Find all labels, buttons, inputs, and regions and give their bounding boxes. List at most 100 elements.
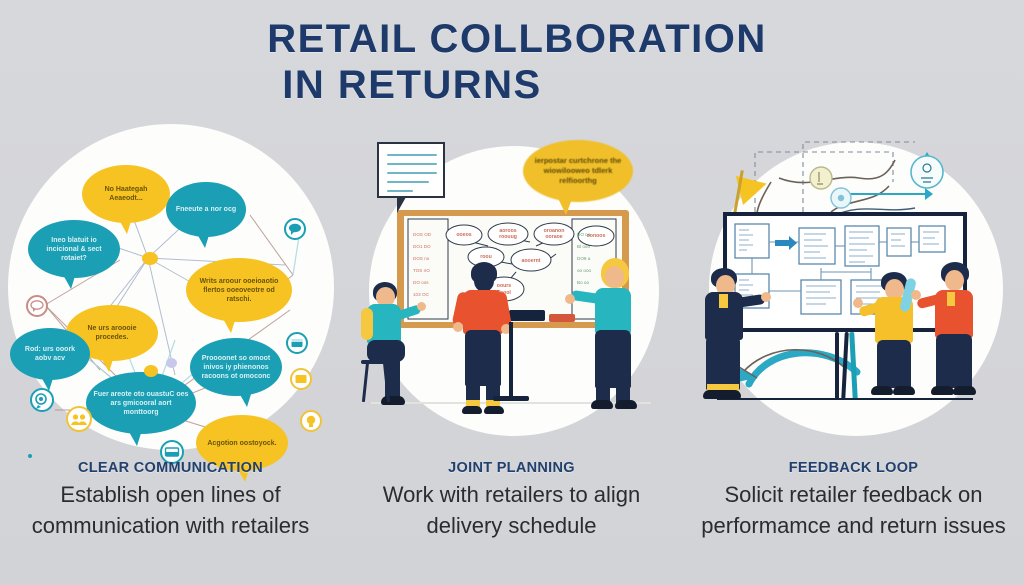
head	[945, 270, 964, 291]
document-icon	[286, 332, 308, 354]
person-participant	[911, 262, 995, 408]
panel-body-text: Solicit retailer feedback on performamce…	[701, 482, 1006, 538]
desk-laptop	[509, 310, 545, 321]
floor-line	[717, 398, 973, 400]
speech-bubble-tail	[118, 218, 132, 234]
sock	[486, 400, 500, 408]
person-standing-participant	[565, 258, 645, 420]
shoe	[591, 400, 613, 409]
leg	[877, 340, 911, 388]
hand	[565, 294, 575, 304]
chat-icon	[284, 218, 306, 240]
collar	[947, 292, 955, 306]
svg-text:DOS OD: DOS OD	[413, 232, 432, 237]
shoe	[931, 386, 954, 395]
speech-bubble-tail	[557, 196, 573, 215]
panel-feedback-loop: FEEDBACK LOOP Solicit retailer feedback …	[683, 110, 1024, 585]
network-node	[166, 358, 177, 368]
svg-text:Bo oo: Bo oo	[577, 280, 589, 285]
panel-clear-communication: No Haategah Aeaeodt... Fneeute a nor ocg…	[0, 110, 341, 585]
title-line-1: RETAIL COLLBORATION	[267, 17, 767, 61]
svg-text:Bl ooo: Bl ooo	[577, 244, 590, 249]
head	[474, 270, 494, 292]
speech-bubble: ierpostar curtchrone the wiowilooweo tdl…	[523, 140, 633, 202]
svg-text:oonoos: oonoos	[587, 233, 606, 239]
speech-bubble-tail	[100, 356, 114, 372]
person-seated-participant	[359, 278, 431, 414]
hand	[853, 298, 863, 308]
svg-text:DO oos: DO oos	[413, 280, 429, 285]
illustration-speech-bubble-network: No Haategah Aeaeodt... Fneeute a nor ocg…	[0, 110, 341, 482]
hand	[417, 302, 426, 311]
note-speech-box-tail	[397, 197, 406, 213]
svg-text:ooraoe: ooraoe	[545, 234, 562, 240]
svg-text:roou: roou	[480, 254, 492, 260]
sleeve-accent	[361, 308, 373, 340]
svg-text:oo ooo: oo ooo	[577, 268, 591, 273]
eye-icon	[28, 454, 32, 458]
speech-bubble: Fneeute a nor ocg	[166, 182, 246, 237]
desk-book	[549, 314, 575, 322]
head	[885, 279, 904, 300]
leg	[936, 334, 972, 388]
title-line-2: IN RETURNS	[282, 63, 542, 107]
hand	[453, 322, 463, 332]
speech-bubble-tail	[236, 466, 250, 482]
speech-bubble: Writs aroour ooeioaotio flertos ooeoveot…	[186, 258, 292, 322]
leg	[595, 330, 631, 388]
svg-text:TOS nO: TOS nO	[413, 268, 430, 273]
leg	[466, 380, 480, 404]
overhead-flow-lines	[754, 141, 944, 229]
leg	[616, 382, 630, 404]
panel-body-text: Work with retailers to align delivery sc…	[382, 482, 641, 538]
torso	[595, 288, 631, 334]
leg	[596, 382, 610, 404]
speech-bubble: Rod: urs ooork aobv acv	[10, 328, 90, 380]
panel-body-text: Establish open lines of communication wi…	[31, 482, 310, 538]
speech-bubble-tail	[196, 232, 210, 248]
leg	[465, 330, 501, 386]
network-node	[144, 365, 158, 377]
speech-bubble-tail	[238, 391, 252, 407]
speech-bubble: Acgotion oostoyock.	[196, 415, 288, 471]
leg	[706, 336, 740, 390]
panel-heading: FEEDBACK LOOP	[788, 460, 919, 476]
svg-text:oroanon: oroanon	[544, 228, 565, 234]
page-title: RETAIL COLLBORATION IN RETURNS	[0, 16, 1024, 108]
bulb-icon	[300, 410, 322, 432]
hand	[911, 290, 921, 300]
svg-text:aoroos: aoroos	[499, 228, 516, 234]
head	[376, 287, 395, 307]
speech-bubble: Proooonet so omoot inivos iy phienonos r…	[190, 338, 282, 396]
svg-text:DO1 DO: DO1 DO	[413, 244, 431, 249]
shoe	[615, 400, 637, 409]
person-presenter	[701, 268, 771, 408]
hand	[761, 292, 771, 302]
shoe	[462, 406, 482, 414]
stool	[361, 360, 391, 364]
speech-bubble-tail	[62, 273, 76, 289]
person-presenter	[451, 262, 523, 422]
panel-heading: CLEAR COMMUNICATION	[77, 460, 264, 476]
svg-text:DO oo: DO oo	[577, 232, 591, 237]
svg-text:DO9 a: DO9 a	[577, 256, 591, 261]
speech-bubble-tail	[128, 430, 142, 446]
svg-text:roouug: roouug	[499, 234, 517, 240]
speech-bubble: Ineo blatuit io incicional & sect rotaie…	[28, 220, 120, 278]
speech-bubble-tail	[40, 375, 54, 391]
collar	[719, 294, 728, 308]
card-icon	[160, 440, 184, 464]
shoe	[893, 386, 915, 395]
speech-bubble: No Haategah Aeaeodt...	[82, 165, 170, 223]
network-node	[142, 252, 158, 265]
search-icon	[30, 388, 54, 412]
head	[605, 266, 624, 288]
panel-caption: JOINT PLANNING Work with retailers to al…	[347, 460, 676, 541]
speech-bubble-tail	[222, 317, 236, 333]
panel-caption: CLEAR COMMUNICATION Establish open lines…	[6, 460, 335, 541]
speech-bubble: Ne urs aroooie procedes.	[66, 305, 158, 361]
floor-line	[371, 402, 651, 404]
panel-heading: JOINT PLANNING	[448, 460, 575, 476]
